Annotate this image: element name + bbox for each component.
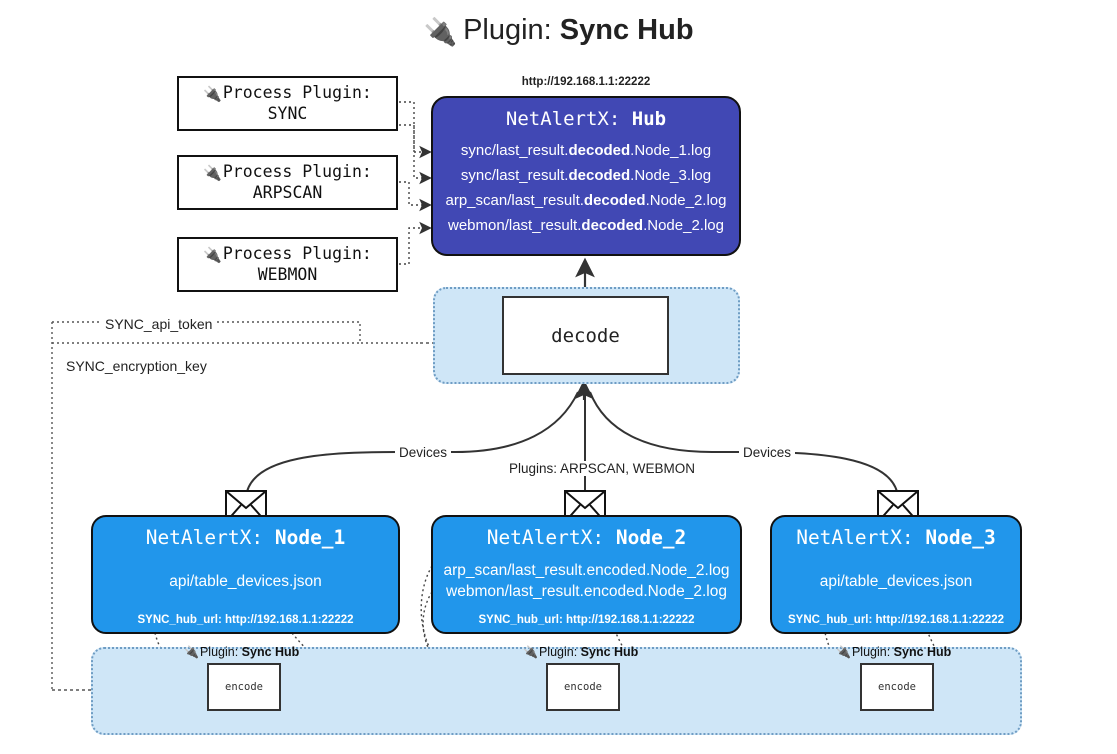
- hub-log-line: webmon/last_result.decoded.Node_2.log: [448, 216, 724, 234]
- node-title: NetAlertX: Node_1: [145, 526, 346, 549]
- process-plugin-label: Process Plugin:: [222, 243, 372, 263]
- hub-url-label: http://192.168.1.1:22222: [521, 76, 651, 88]
- setting-encryption-key-label: SYNC_encryption_key: [62, 358, 211, 374]
- plug-icon: 🔌: [203, 84, 222, 103]
- node-box-node-2[interactable]: NetAlertX: Node_2 arp_scan/last_result.e…: [431, 515, 742, 634]
- edge-label-devices-right: Devices: [739, 445, 796, 460]
- process-plugin-webmon[interactable]: 🔌Process Plugin: WEBMON: [177, 237, 398, 292]
- plug-icon: 🔌: [836, 645, 851, 659]
- process-plugin-name: WEBMON: [257, 264, 318, 284]
- process-plugin-arpscan[interactable]: 🔌Process Plugin: ARPSCAN: [177, 155, 398, 210]
- encoder-plugin-tag: 🔌Plugin: Sync Hub: [836, 645, 952, 659]
- hub-title: NetAlertX: Hub: [506, 108, 666, 130]
- node-footer: SYNC_hub_url: http://192.168.1.1:22222: [787, 614, 1005, 626]
- decode-box[interactable]: decode: [502, 296, 669, 375]
- plug-icon: 🔌: [203, 245, 222, 264]
- node-line: api/table_devices.json: [819, 572, 973, 590]
- encoder-plugin-tag: 🔌Plugin: Sync Hub: [184, 645, 300, 659]
- hub-log-line: sync/last_result.decoded.Node_1.log: [460, 142, 712, 159]
- encoder-plugin-tag: 🔌Plugin: Sync Hub: [523, 645, 639, 659]
- node-title: NetAlertX: Node_2: [486, 526, 687, 549]
- hub-title-name: Hub: [631, 108, 667, 130]
- encode-box-node-1[interactable]: encode: [207, 663, 281, 711]
- process-plugin-name: ARPSCAN: [252, 182, 323, 202]
- edge-label-plugins-center: Plugins: ARPSCAN, WEBMON: [505, 461, 700, 476]
- page-title: 🔌Plugin: Sync Hub: [0, 14, 1117, 48]
- plug-icon: 🔌: [203, 163, 222, 182]
- hub-title-prefix: NetAlertX:: [505, 108, 632, 130]
- page-title-name: Sync Hub: [559, 14, 694, 46]
- hub-log-line: arp_scan/last_result.decoded.Node_2.log: [445, 191, 727, 209]
- plug-icon: 🔌: [423, 17, 458, 47]
- edge-label-devices-left: Devices: [395, 445, 452, 460]
- node-line: api/table_devices.json: [169, 572, 322, 590]
- page-title-prefix: Plugin:: [463, 14, 560, 46]
- node-box-node-1[interactable]: NetAlertX: Node_1 api/table_devices.json…: [91, 515, 400, 634]
- plug-icon: 🔌: [184, 645, 199, 659]
- process-plugin-sync[interactable]: 🔌Process Plugin: SYNC: [177, 76, 398, 131]
- node-line: arp_scan/last_result.encoded.Node_2.log: [443, 562, 730, 579]
- node-box-node-3[interactable]: NetAlertX: Node_3 api/table_devices.json…: [770, 515, 1022, 634]
- process-plugin-label: Process Plugin:: [222, 82, 372, 102]
- node-footer: SYNC_hub_url: http://192.168.1.1:22222: [478, 614, 695, 626]
- process-plugin-label: Process Plugin:: [222, 161, 372, 181]
- node-title: NetAlertX: Node_3: [796, 526, 996, 549]
- hub-node-box[interactable]: NetAlertX: Hub sync/last_result.decoded.…: [431, 96, 741, 256]
- encode-box-node-3[interactable]: encode: [860, 663, 934, 711]
- process-plugin-name: SYNC: [267, 103, 308, 123]
- hub-log-line: sync/last_result.decoded.Node_3.log: [460, 166, 712, 184]
- plug-icon: 🔌: [523, 645, 538, 659]
- node-line: webmon/last_result.encoded.Node_2.log: [446, 583, 727, 600]
- setting-api-token-label: SYNC_api_token: [101, 316, 217, 332]
- node-footer: SYNC_hub_url: http://192.168.1.1:22222: [137, 614, 354, 626]
- encode-box-node-2[interactable]: encode: [546, 663, 620, 711]
